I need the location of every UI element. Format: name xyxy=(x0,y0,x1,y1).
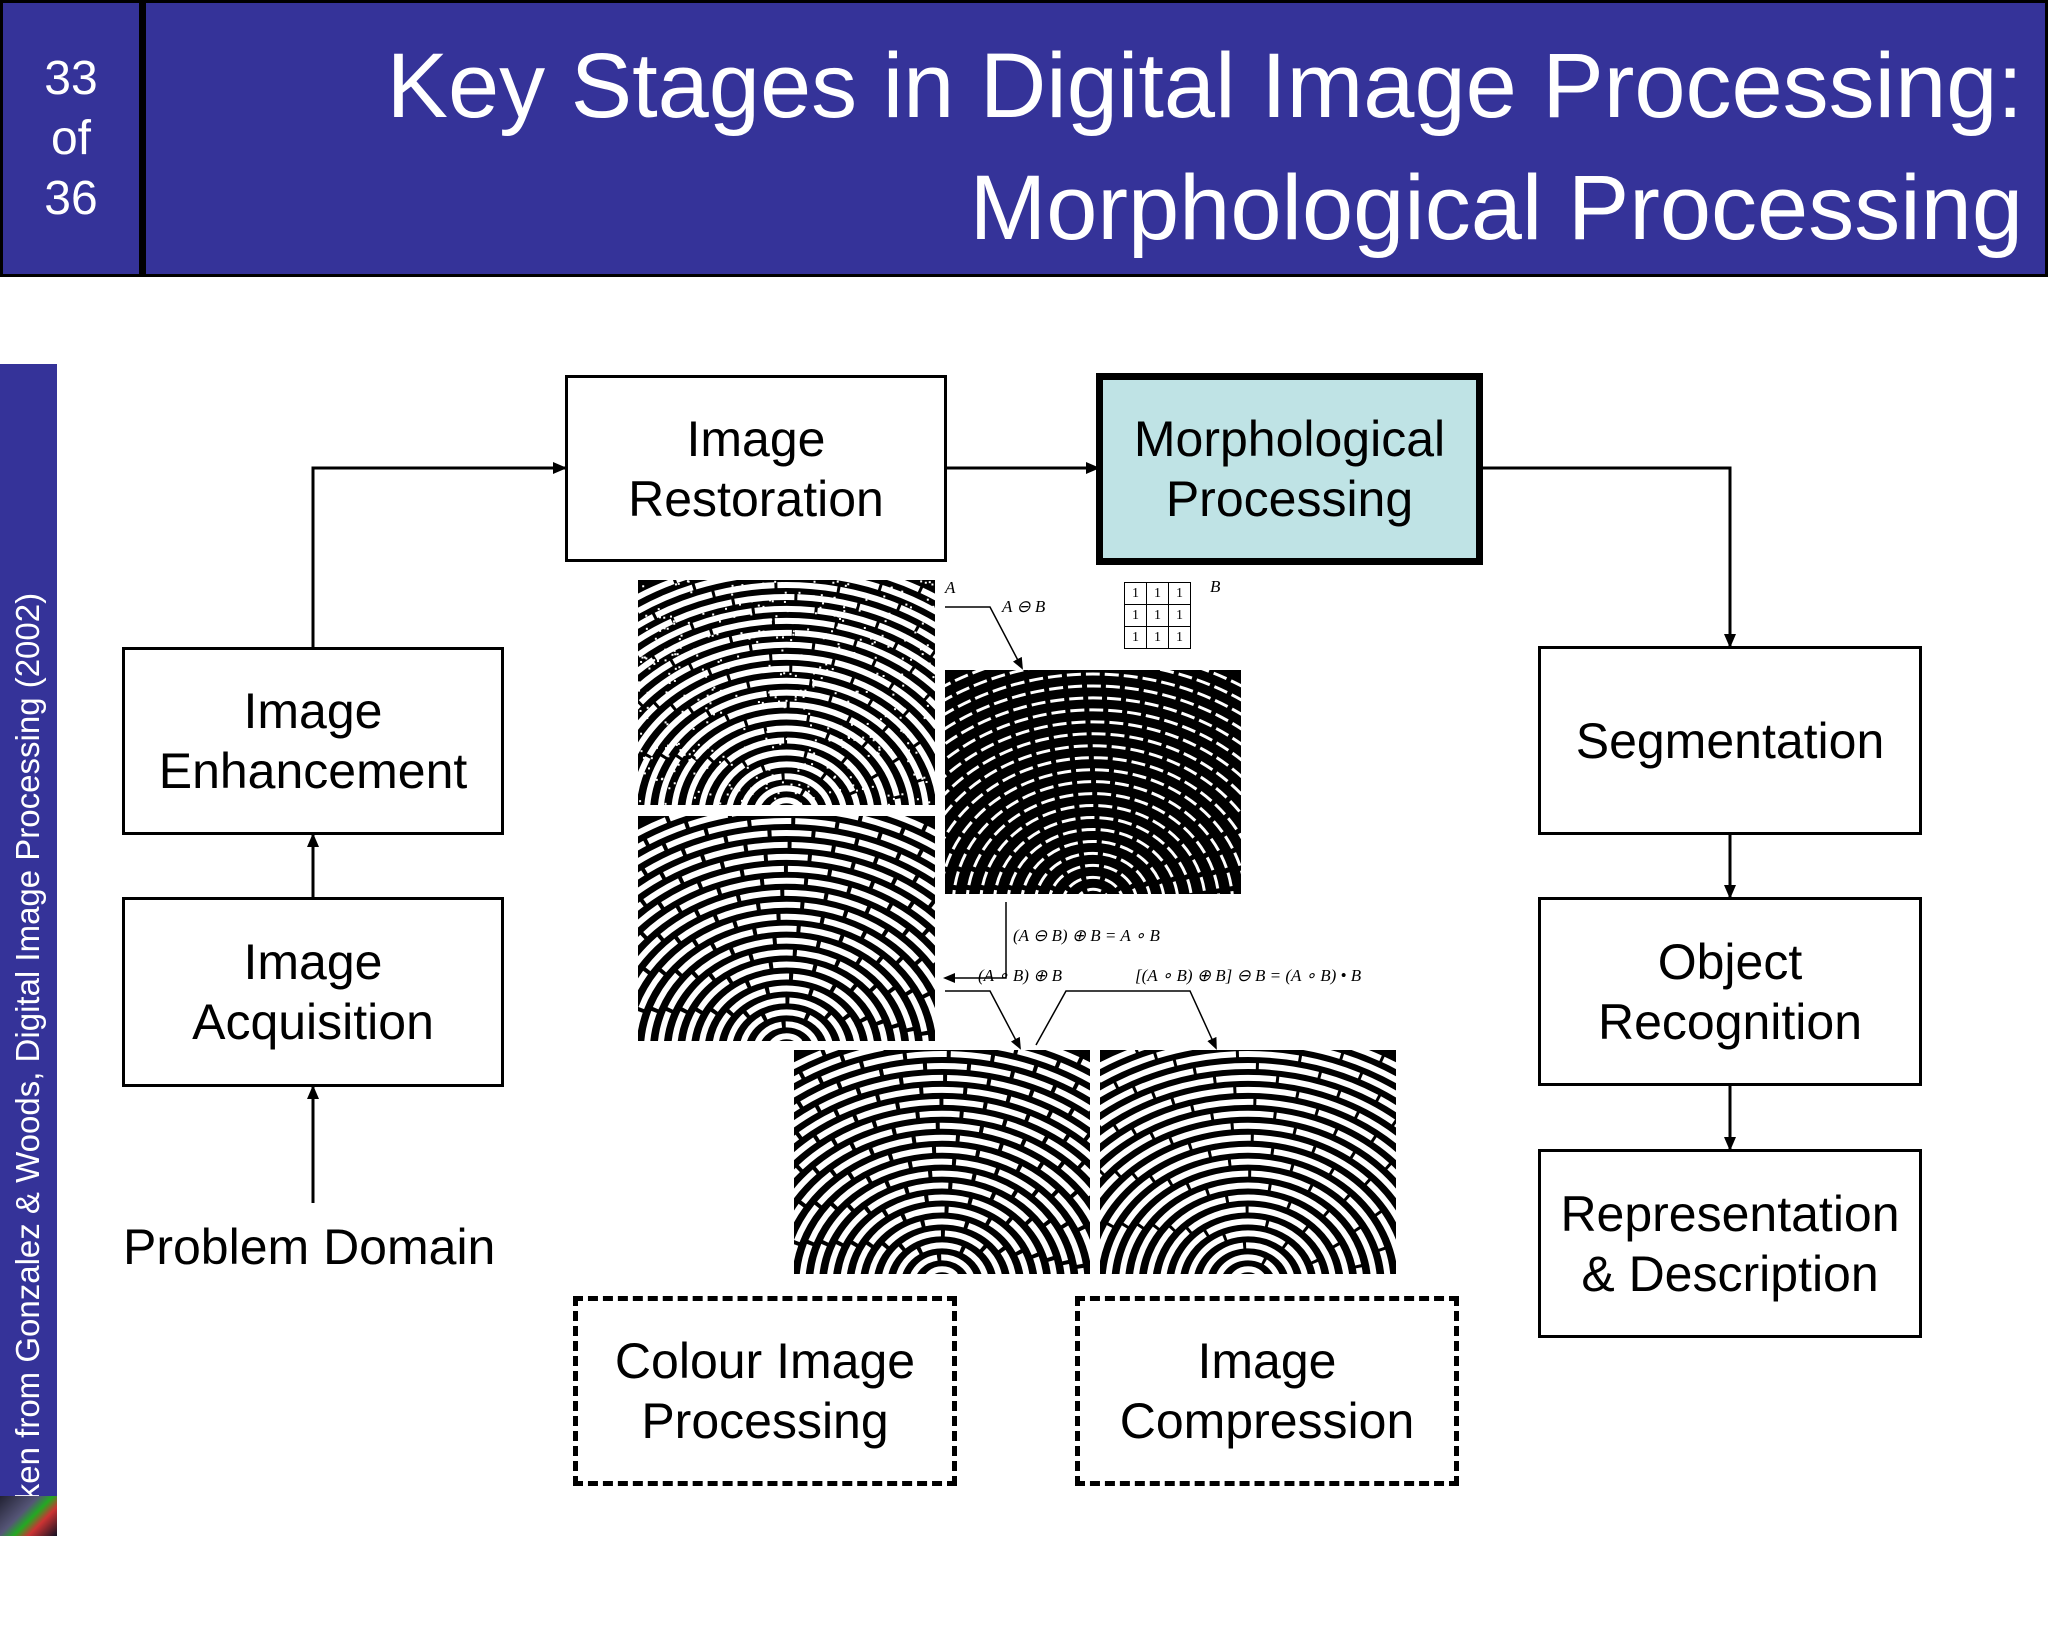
structuring-element-cell: 1 xyxy=(1147,627,1169,649)
segmentation-label: Segmentation xyxy=(1576,711,1885,771)
structuring-element-cell: 1 xyxy=(1169,627,1191,649)
acquisition-line2: Acquisition xyxy=(192,992,434,1052)
structuring-element-cell: 1 xyxy=(1169,583,1191,605)
fingerprint-dilated-image xyxy=(794,1050,1090,1274)
fingerprint-opened-image xyxy=(638,816,935,1041)
structuring-element-cell: 1 xyxy=(1147,605,1169,627)
label-erosion: A ⊖ B xyxy=(1001,597,1046,616)
structuring-element-cell: 1 xyxy=(1147,583,1169,605)
recognition-line2: Recognition xyxy=(1598,992,1862,1052)
structuring-element-cell: 1 xyxy=(1125,583,1147,605)
recognition-line1: Object xyxy=(1598,932,1862,992)
acquisition-line1: Image xyxy=(192,932,434,992)
fingerprint-closed-image xyxy=(1100,1050,1396,1274)
fingerprint-eroded-image xyxy=(945,670,1241,894)
label-b: B xyxy=(1210,577,1221,596)
representation-line1: Representation xyxy=(1560,1184,1899,1244)
representation-line2: & Description xyxy=(1560,1244,1899,1304)
fingerprint-noisy-image xyxy=(638,580,935,805)
label-a: A xyxy=(944,578,956,597)
compression-line1: Image xyxy=(1120,1331,1415,1391)
structuring-element-cell: 1 xyxy=(1125,627,1147,649)
stage-segmentation: Segmentation xyxy=(1538,646,1922,835)
label-closing: [(A ∘ B) ⊕ B] ⊖ B = (A ∘ B) • B xyxy=(1135,966,1362,985)
compression-line2: Compression xyxy=(1120,1391,1415,1451)
morphological-line1: Morphological xyxy=(1134,409,1445,469)
problem-domain-label: Problem Domain xyxy=(123,1217,495,1277)
arrow-morphological-to-segmentation xyxy=(1482,468,1730,646)
stage-representation-description: Representation& Description xyxy=(1538,1149,1922,1338)
structuring-element-cell: 1 xyxy=(1125,605,1147,627)
structuring-element-cell: 1 xyxy=(1169,605,1191,627)
enhancement-line2: Enhancement xyxy=(159,741,468,801)
colour-line1: Colour Image xyxy=(615,1331,915,1391)
label-opening: (A ⊖ B) ⊕ B = A ∘ B xyxy=(1013,926,1161,945)
restoration-line2: Restoration xyxy=(628,469,884,529)
morphological-line2: Processing xyxy=(1134,469,1445,529)
label-dilate-open: (A ∘ B) ⊕ B xyxy=(978,966,1063,985)
enhancement-line1: Image xyxy=(159,681,468,741)
arrow-enhancement-to-restoration xyxy=(313,468,565,647)
restoration-line1: Image xyxy=(628,409,884,469)
colour-line2: Processing xyxy=(615,1391,915,1451)
